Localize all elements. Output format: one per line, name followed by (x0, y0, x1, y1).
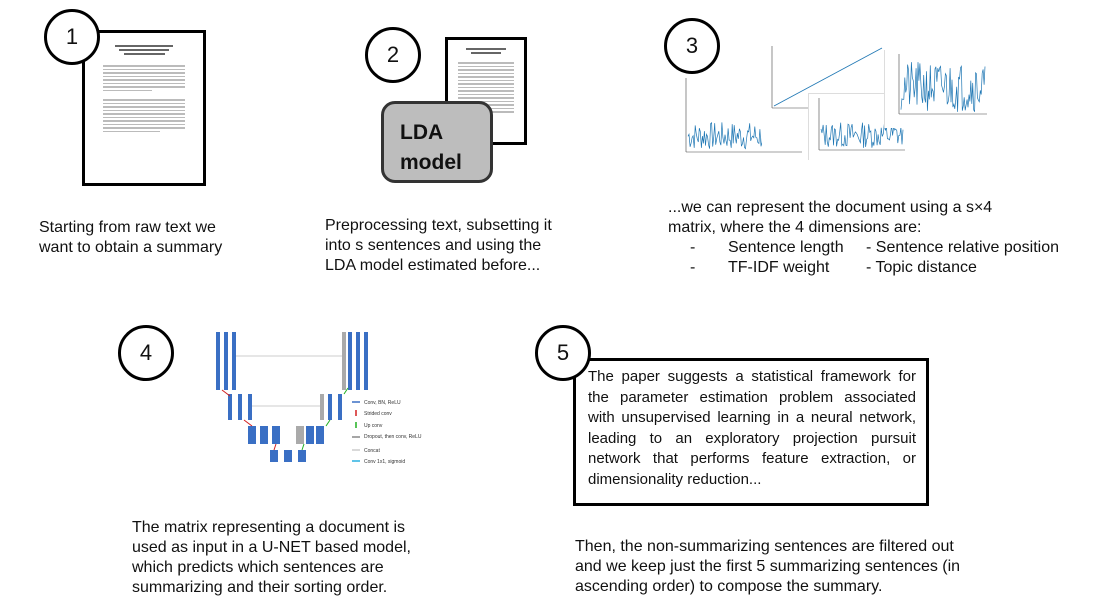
legend-item: Up conv (364, 423, 383, 429)
step-4-caption: The matrix representing a document is us… (132, 518, 411, 598)
step-1-number: 1 (65, 24, 79, 49)
caption-line: ...we can represent the document using a… (668, 199, 993, 216)
caption-line: into s sentences and using the (325, 237, 542, 254)
caption-line: matrix, where the 4 dimensions are: (668, 219, 922, 236)
caption-line: ascending order) to compose the summary. (575, 578, 883, 595)
dimension-b: - Topic distance (866, 259, 977, 276)
lda-model-box: LDA model (381, 101, 493, 183)
dimension-row: - Sentence length - Sentence relative po… (668, 238, 1059, 258)
caption-line: The matrix representing a document is (132, 519, 406, 536)
summary-text: The paper suggests a statistical framewo… (588, 368, 916, 488)
caption-line: Then, the non-summarizing sentences are … (575, 538, 954, 555)
dimension-bullet: - (690, 259, 696, 276)
dimension-a: Sentence length (728, 239, 844, 256)
lda-label: LDA (400, 121, 444, 144)
caption-line: which predicts which sentences are (132, 559, 384, 576)
step-4-number: 4 (139, 340, 153, 365)
legend-item: Conv, BN, ReLU (364, 400, 401, 406)
caption-line: Starting from raw text we (39, 219, 216, 236)
step-2-circle: 2 (365, 27, 421, 83)
legend-item: Concat (364, 448, 380, 454)
step-5-caption: Then, the non-summarizing sentences are … (575, 537, 960, 597)
unet-diagram: Conv, BN, ReLU Strided conv Up conv Drop… (216, 332, 422, 465)
step-5-number: 5 (556, 340, 570, 365)
step-5-circle: 5 (535, 325, 591, 381)
summary-text-box: The paper suggests a statistical framewo… (573, 358, 929, 506)
step-1-circle: 1 (44, 9, 100, 65)
legend-item: Conv 1x1, sigmoid (364, 459, 405, 465)
dimension-a: TF-IDF weight (728, 259, 830, 276)
caption-line: used as input in a U-NET based model, (132, 539, 411, 556)
step-3-number: 3 (685, 33, 699, 58)
step-1-caption: Starting from raw text we want to obtain… (39, 218, 222, 258)
step-2-number: 2 (386, 42, 400, 67)
legend-item: Dropout, then conv, ReLU (364, 434, 422, 440)
step-2-caption: Preprocessing text, subsetting it into s… (325, 216, 552, 276)
step-3-caption: ...we can represent the document using a… (668, 198, 1059, 278)
step-4-circle: 4 (118, 325, 174, 381)
dimension-row: - TF-IDF weight - Topic distance (668, 258, 1059, 278)
raw-text-document-icon (82, 30, 206, 186)
caption-line: LDA model estimated before... (325, 257, 541, 274)
caption-line: Preprocessing text, subsetting it (325, 217, 552, 234)
unet-legend: Conv, BN, ReLU Strided conv Up conv Drop… (352, 400, 422, 465)
caption-line: want to obtain a summary (39, 239, 223, 256)
legend-item: Strided conv (364, 411, 392, 417)
dimension-b: - Sentence relative position (866, 239, 1059, 256)
lda-model-label: model (400, 151, 462, 174)
dimension-bullet: - (690, 239, 696, 256)
caption-line: summarizing and their sorting order. (132, 579, 388, 596)
step-3-circle: 3 (664, 18, 720, 74)
caption-line: and we keep just the first 5 summarizing… (575, 558, 961, 575)
topic-distance-plot (884, 50, 989, 128)
